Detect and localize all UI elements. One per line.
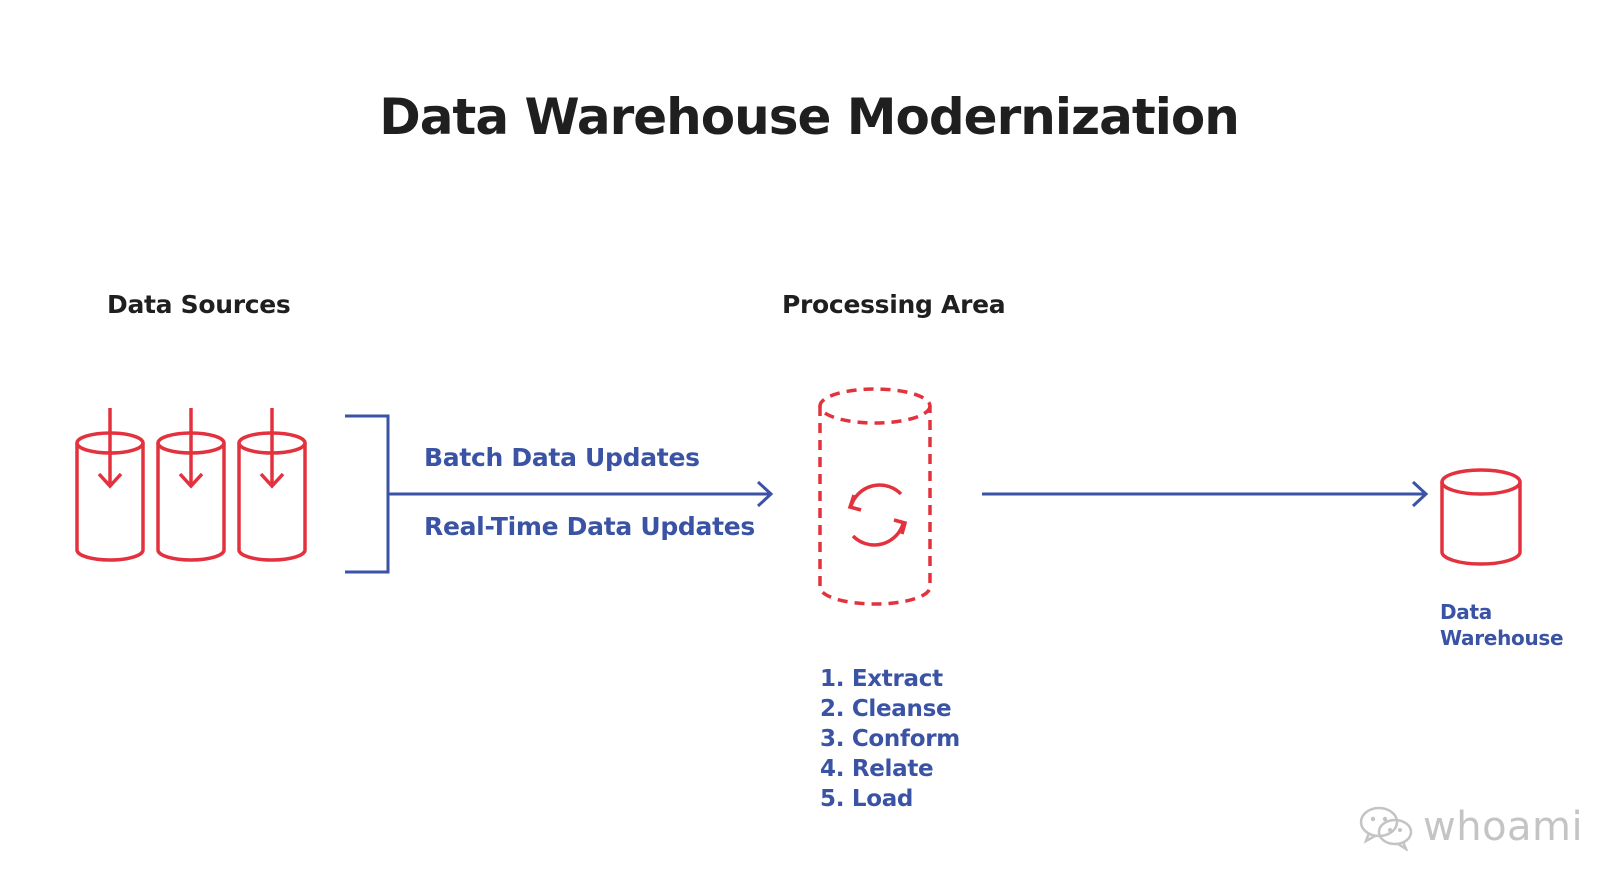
source-database-icon-2 (156, 408, 226, 562)
data-warehouse-label-line1: Data (1440, 600, 1492, 624)
ingest-bracket (345, 414, 390, 574)
data-warehouse-icon (1440, 468, 1522, 566)
data-warehouse-label-line2: Warehouse (1440, 626, 1564, 650)
processing-step: 3. Conform (820, 726, 960, 752)
realtime-updates-label: Real-Time Data Updates (424, 512, 755, 541)
processing-step: 2. Cleanse (820, 696, 952, 722)
processing-step: 4. Relate (820, 756, 934, 782)
processing-cylinder-icon (818, 387, 932, 606)
batch-updates-label: Batch Data Updates (424, 443, 700, 472)
wechat-icon (1359, 806, 1413, 851)
data-warehouse-label: Data Warehouse (1440, 599, 1564, 651)
data-sources-label: Data Sources (107, 290, 291, 319)
source-database-icon-1 (75, 408, 145, 562)
processing-area-label: Processing Area (782, 290, 1006, 319)
source-database-icon-3 (237, 408, 307, 562)
page-title: Data Warehouse Modernization (379, 88, 1240, 146)
processing-step: 1. Extract (820, 666, 943, 692)
watermark: whoami (1357, 802, 1583, 852)
processing-steps-list: 1. Extract 2. Cleanse 3. Conform 4. Rela… (820, 664, 960, 814)
watermark-text: whoami (1423, 804, 1584, 850)
processing-step: 5. Load (820, 786, 914, 812)
ingest-arrow (388, 480, 774, 508)
refresh-cycle-icon (847, 483, 908, 547)
load-arrow (982, 480, 1429, 508)
